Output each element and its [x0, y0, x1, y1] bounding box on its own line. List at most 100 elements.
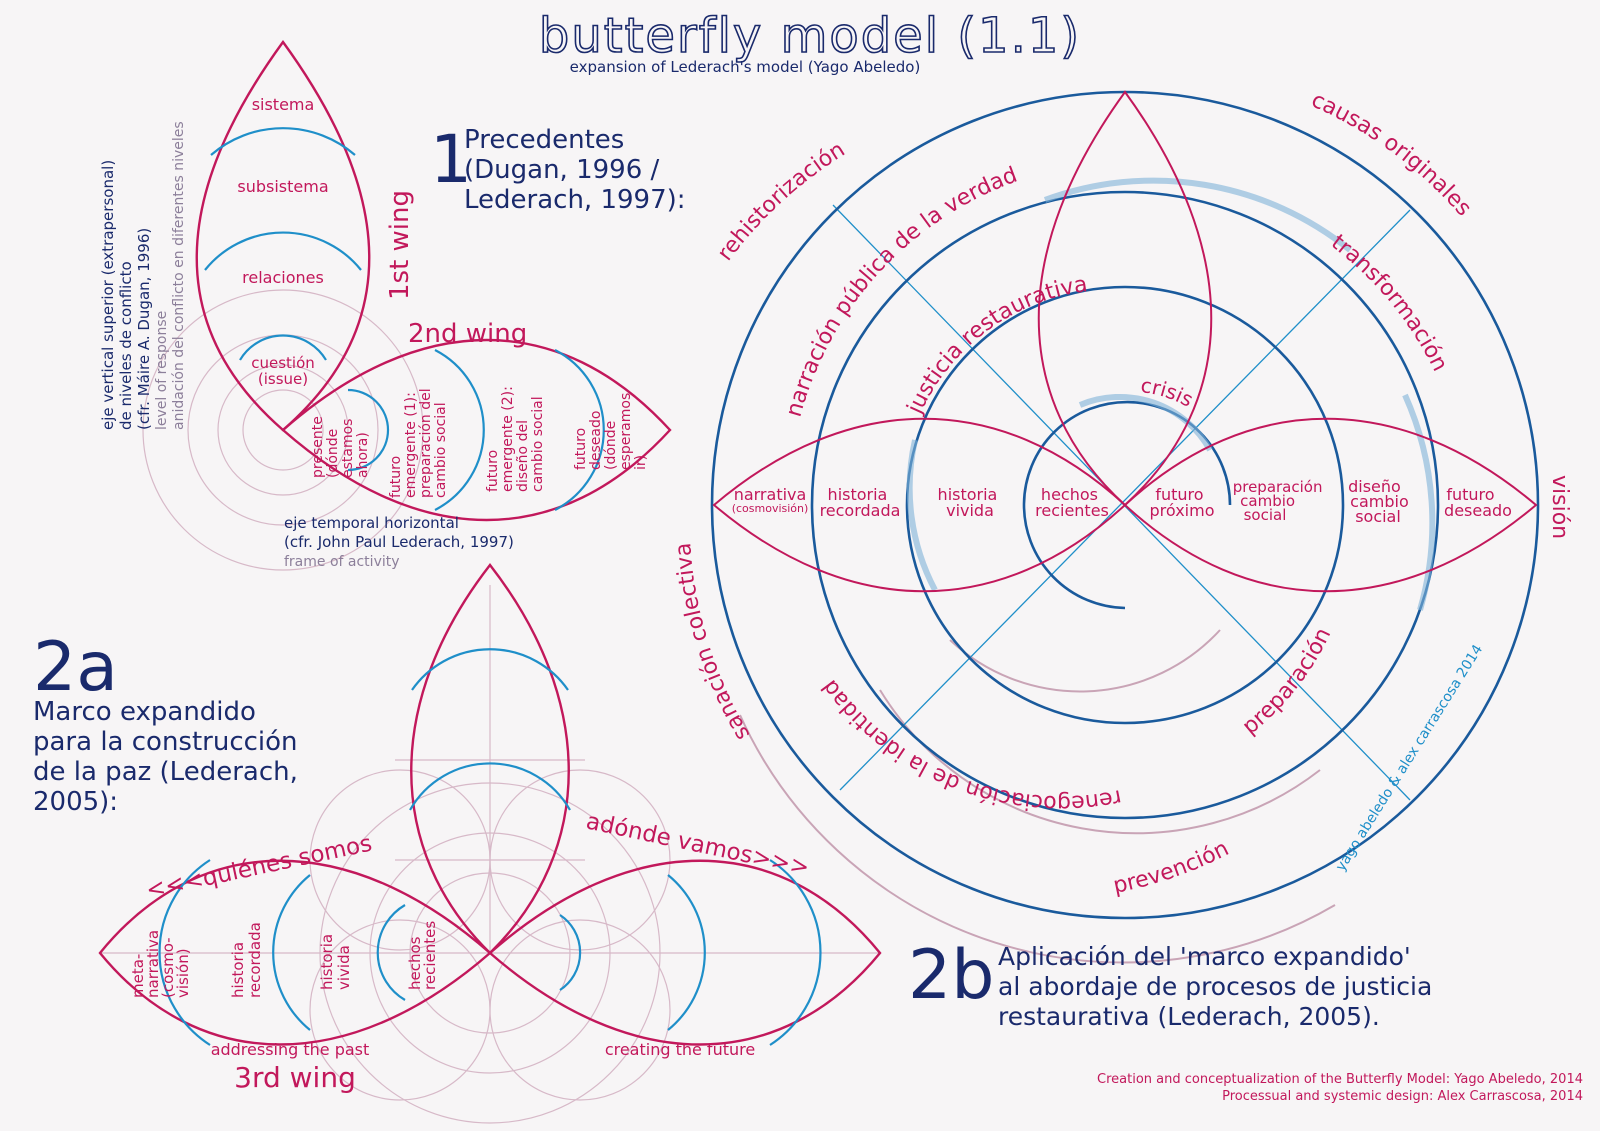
level-issue: (issue)	[258, 370, 308, 388]
diagonal-line	[839, 209, 1411, 791]
stage-desired: futuro deseado (dónde esperamos ir)	[573, 388, 649, 470]
highlight-arcs	[906, 177, 1436, 611]
petals	[712, 90, 1538, 593]
stage-lived-history: historia vivida	[318, 929, 353, 990]
section-2a-expanded-frame: meta- narrativa (cosmo- visión) historia…	[33, 563, 882, 1124]
level-arc	[239, 334, 327, 361]
header: butterfly model (1.1) expansion of Leder…	[538, 7, 1081, 76]
horizontal-axis-line: eje temporal horizontal	[284, 514, 459, 532]
vertical-axis-line: eje vertical superior (extrapersonal)	[99, 160, 117, 430]
section-1-number: 1	[430, 121, 472, 198]
horizontal-axis-description: eje temporal horizontal (cfr. John Paul …	[284, 514, 514, 570]
horizontal-stage-arcs	[347, 349, 605, 511]
vertical-axis-description: eje vertical superior (extrapersonal) de…	[99, 121, 187, 430]
light-ring-arc	[949, 629, 1221, 693]
first-wing-label: 1st wing	[385, 190, 415, 300]
left-wing-arc	[158, 859, 211, 1046]
vertical-axis-line: level of response	[154, 311, 170, 430]
level-relaciones: relaciones	[242, 268, 324, 287]
label-narracion: narración pública de la verdad	[782, 163, 1021, 420]
right-stage-labels: futuro próximo preparación cambio social…	[1150, 477, 1512, 526]
stage-diseno-cambio: diseño cambio social	[1348, 477, 1414, 526]
label-justicia: justicia restaurativa	[902, 272, 1089, 418]
left-wing-arcs	[158, 859, 406, 1046]
stage-cosmovision: (cosmovisión)	[732, 502, 809, 515]
construction-circle	[142, 289, 424, 571]
section-1-title: Precedentes (Dugan, 1996 / Lederach, 199…	[464, 125, 686, 215]
stage-present: presente (dónde estamos ahora)	[310, 412, 371, 478]
right-petal	[1123, 417, 1538, 593]
left-wing	[98, 859, 492, 1046]
section-2a-title: Marco expandido para la construcción de …	[33, 697, 306, 817]
section-2b-number: 2b	[908, 936, 994, 1015]
right-wing-arc	[667, 874, 706, 1031]
label-identidad: renegociación de la identidad	[817, 675, 1123, 816]
highlight-arc	[1078, 393, 1213, 452]
light-ring-arc	[739, 714, 1336, 964]
label-vision: visión	[1547, 475, 1572, 539]
stage-historia-recordada: historia recordada	[820, 485, 901, 520]
construction-circles-2a	[100, 585, 880, 1124]
stage-arc	[347, 388, 390, 472]
page-subtitle: expansion of Lederach's model (Yago Abel…	[570, 58, 921, 76]
level-subsistema: subsistema	[237, 177, 328, 196]
side-credit: yago abeledo & alex carrascosa 2014	[1333, 642, 1486, 874]
left-stage-labels: narrativa (cosmovisión) historia recorda…	[732, 485, 1109, 520]
label-rehistorizacion: rehistorización	[713, 137, 850, 265]
highlight-arc	[1402, 393, 1436, 611]
horizontal-wing	[281, 338, 672, 522]
vertical-level-arcs	[204, 127, 362, 361]
second-wing-label: 2nd wing	[408, 319, 527, 349]
top-wing-arc	[409, 762, 571, 811]
stage-futuro-proximo: futuro próximo	[1150, 485, 1215, 520]
horizontal-axis-line: (cfr. John Paul Lederach, 1997)	[284, 533, 514, 551]
level-arc	[204, 231, 362, 271]
page-title: butterfly model (1.1)	[539, 8, 1081, 64]
label-transformacion: transformación	[1326, 230, 1452, 376]
right-wing	[488, 859, 882, 1046]
section-1-precedents: sistema subsistema relaciones cuestión (…	[99, 39, 686, 571]
stage-emergent-1: futuro emergente (1): preparación del ca…	[388, 384, 449, 498]
construction-circle	[242, 389, 324, 471]
label-sanacion: sanación colectiva	[671, 542, 755, 745]
level-cuestion: cuestión	[251, 354, 315, 372]
label-prevencion: prevención	[1111, 836, 1233, 899]
creating-future-label: creating the future	[605, 1040, 755, 1059]
concentric-rings	[710, 90, 1540, 920]
stage-arc	[554, 349, 605, 511]
stage-historia-vivida: historia vivida	[938, 485, 1003, 520]
level-sistema: sistema	[252, 95, 315, 114]
section-2b-title: Aplicación del 'marco expandido' al abor…	[998, 942, 1440, 1031]
left-wing-arc	[376, 904, 406, 1001]
stage-recent-events: hechos recientes	[406, 921, 439, 990]
vertical-axis-line: anidación del conflicto en diferentes ni…	[171, 121, 187, 430]
vertical-axis-line: de niveles de conflicto	[117, 261, 135, 430]
top-wing-arc	[411, 648, 569, 691]
construction-circle	[217, 364, 349, 496]
stage-remembered-history: historia recordada	[229, 922, 264, 998]
where-we-go-label: adónde vamos>>>	[584, 808, 812, 881]
stage-meta-narrative: meta- narrativa (cosmo- visión)	[129, 925, 192, 998]
stage-emergent-2: futuro emergente (2): diseño del cambio …	[485, 382, 546, 492]
ring-2	[905, 285, 1345, 725]
stage-narrativa: narrativa	[734, 485, 807, 504]
level-arc	[210, 127, 356, 156]
right-wing-arc	[769, 859, 822, 1046]
right-wing-arc	[559, 914, 582, 991]
stage-futuro-deseado: futuro deseado	[1444, 485, 1512, 520]
construction-circle	[489, 919, 671, 1101]
stage-hechos-recientes: hechos recientes	[1035, 485, 1109, 520]
stage-arc	[434, 349, 485, 511]
highlight-arc	[1043, 177, 1352, 253]
addressing-past-label: addressing the past	[211, 1040, 370, 1059]
section-2a-number: 2a	[33, 628, 118, 707]
vertical-axis-line: (cfr. Máire A. Dugan, 1996)	[135, 228, 153, 430]
left-wing-arc	[272, 874, 311, 1031]
third-wing-label: 3rd wing	[234, 1061, 356, 1094]
label-causas: causas originales	[1308, 88, 1477, 221]
horizontal-stage-labels: presente (dónde estamos ahora) futuro em…	[310, 382, 649, 498]
credit-line-1: Creation and conceptualization of the Bu…	[1097, 1072, 1583, 1087]
horizontal-axis-line: frame of activity	[284, 554, 400, 570]
right-wing-arcs	[559, 859, 822, 1046]
